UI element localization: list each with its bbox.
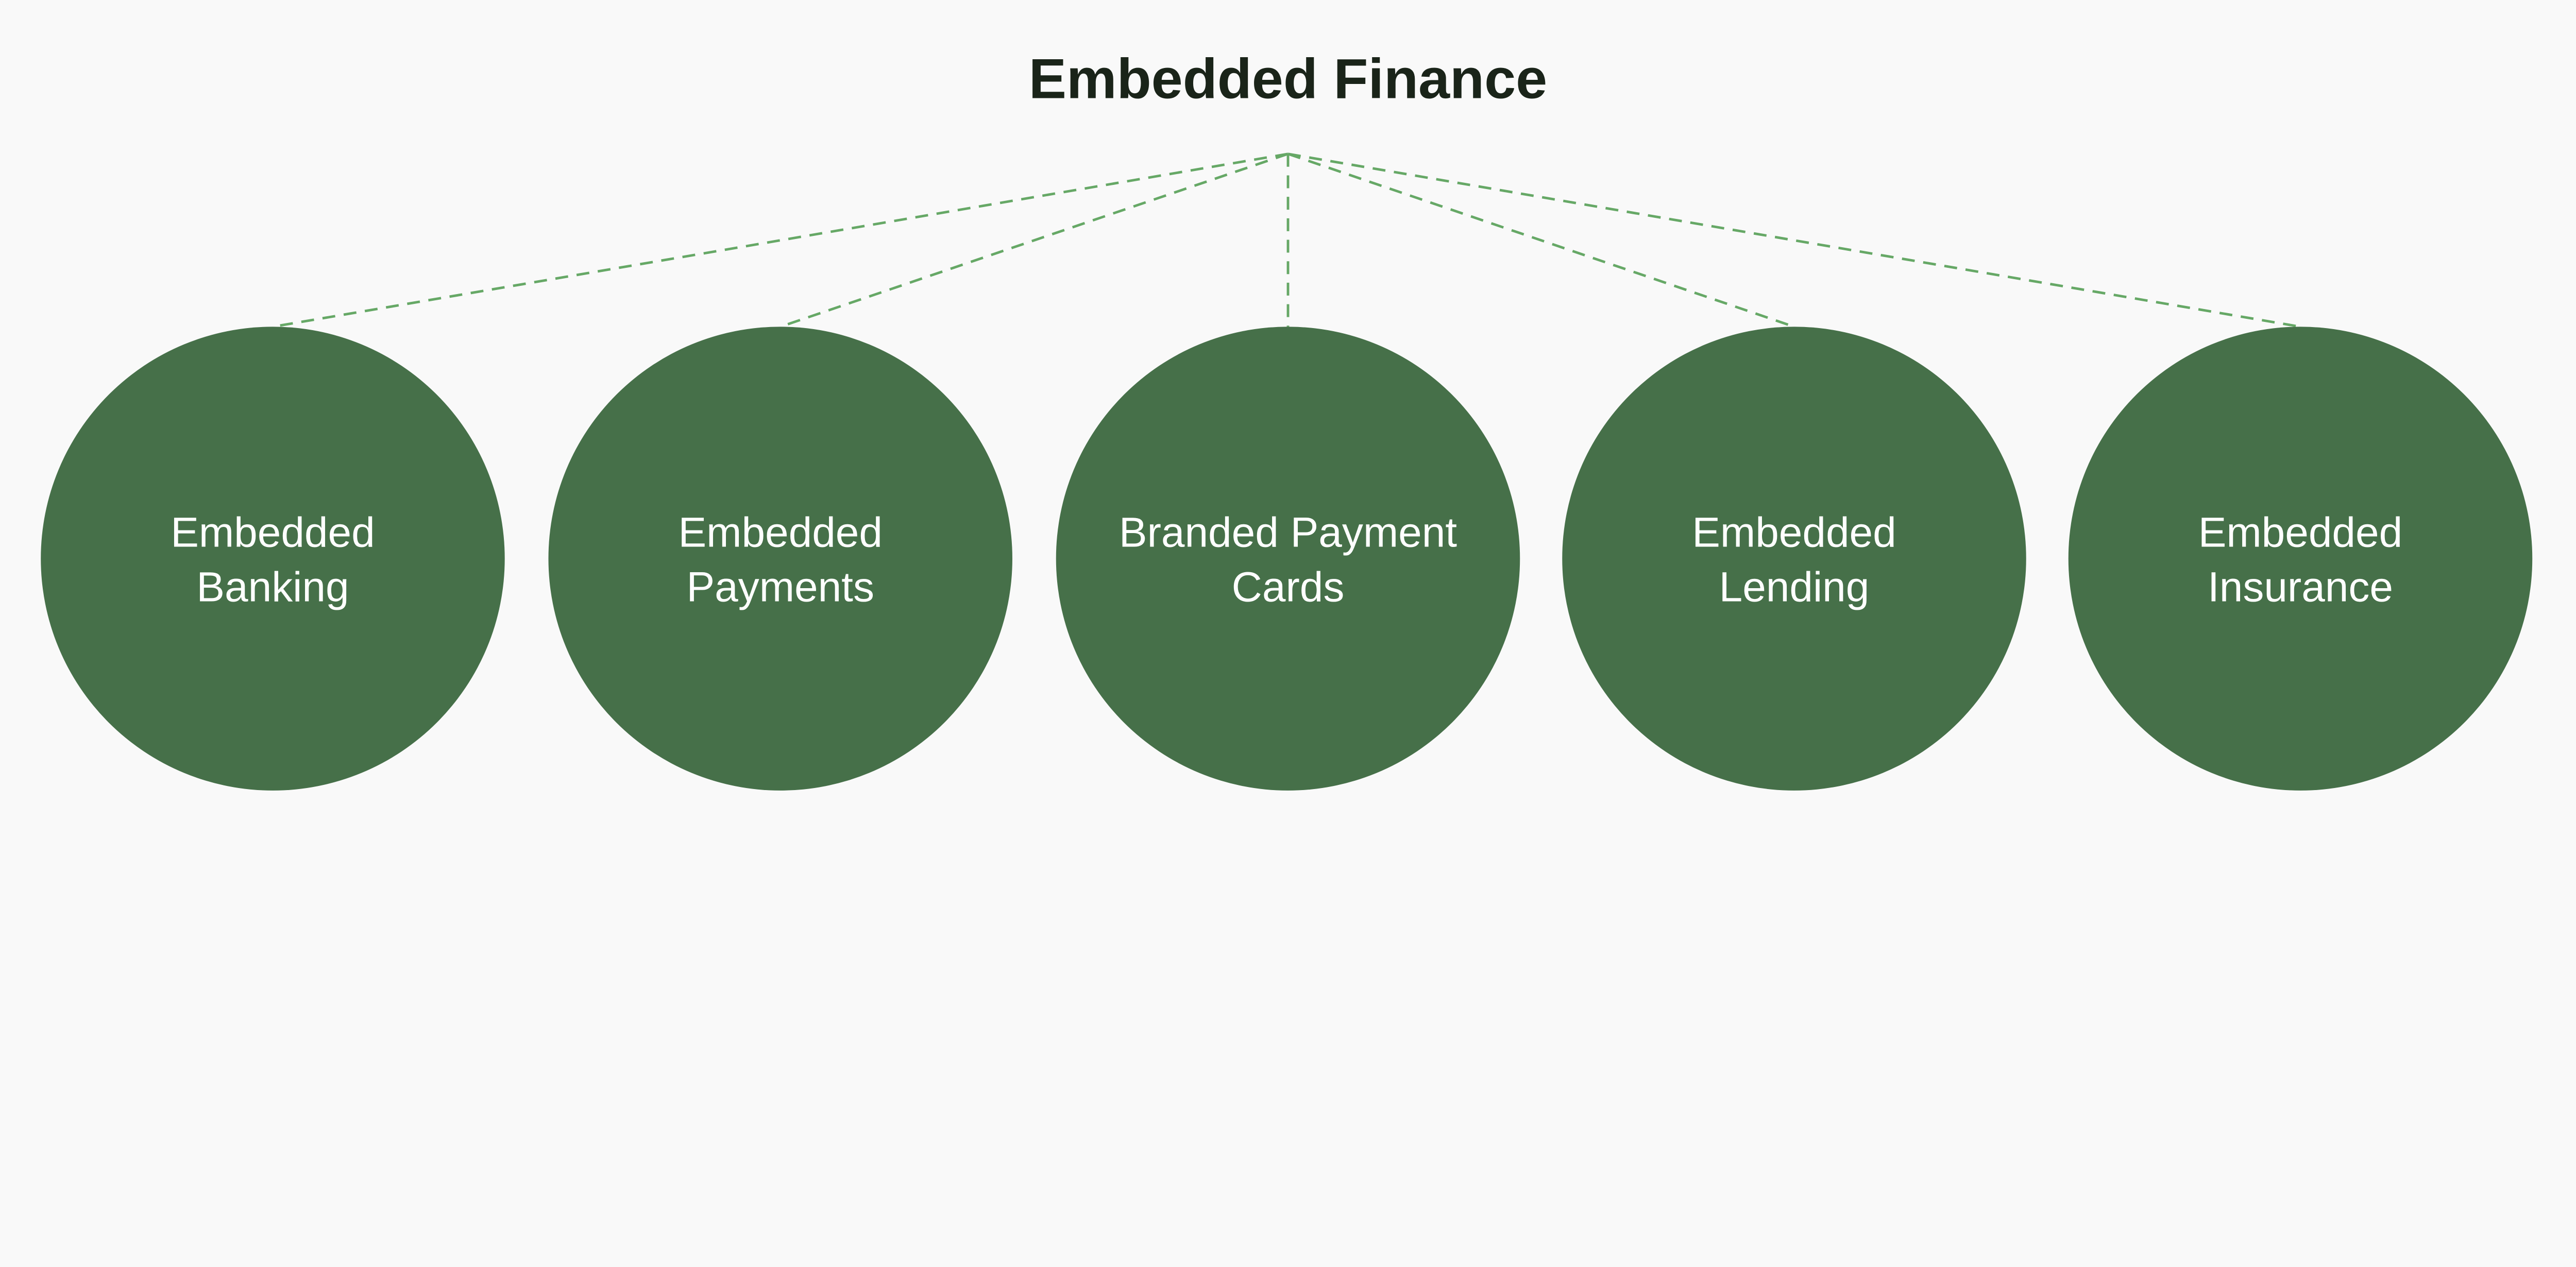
node-circle xyxy=(1562,327,2026,791)
node-label-line: Lending xyxy=(1719,563,1870,610)
connectors xyxy=(273,152,2301,328)
connector-line xyxy=(779,152,1289,328)
diagram-title: Embedded Finance xyxy=(1029,47,1547,110)
node-label-line: Branded Payment xyxy=(1119,509,1457,556)
node-label-line: Insurance xyxy=(2208,563,2393,610)
node-circle xyxy=(548,327,1012,791)
node-label-line: Embedded xyxy=(2198,509,2402,556)
node-label-line: Cards xyxy=(1232,563,1345,610)
node-circle xyxy=(1056,327,1520,791)
node-circle xyxy=(41,327,505,791)
node-label-line: Embedded xyxy=(678,509,882,556)
node-label-line: Embedded xyxy=(171,509,375,556)
node-circle xyxy=(2068,327,2533,791)
node-label-line: Embedded xyxy=(1692,509,1896,556)
connector-line xyxy=(1287,152,1795,328)
node-label-line: Banking xyxy=(196,563,349,610)
node-label-line: Payments xyxy=(686,563,874,610)
